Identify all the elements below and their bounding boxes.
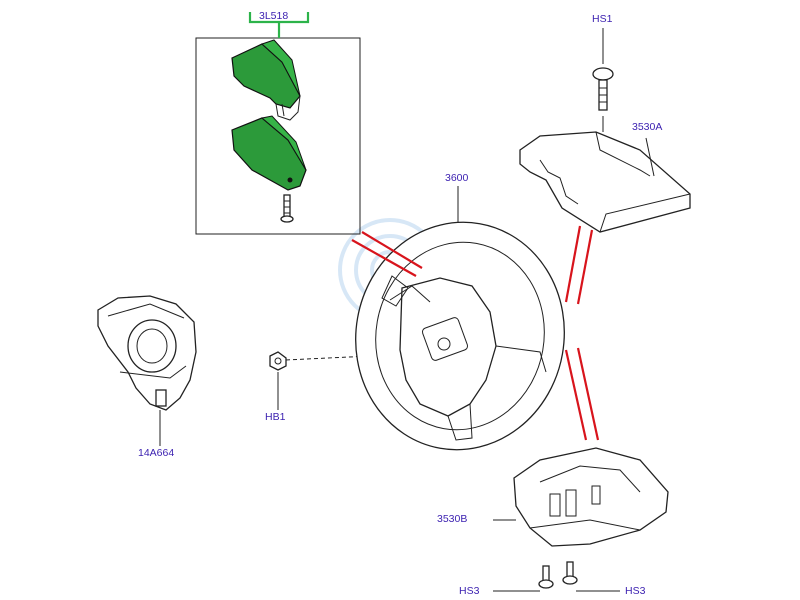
callout-wheel: 3600 [445,172,469,184]
clock-spring-part [97,295,197,446]
hs1-screw-part [592,28,614,132]
alignment-guide-lines [351,225,600,441]
callout-screw-right: HS3 [625,585,646,597]
lower-cover-part [493,447,669,547]
hs3-right-screw-part [562,561,620,592]
steering-wheel-part [355,186,565,451]
hs3-left-screw-part [493,565,554,592]
callout-screw-top: HS1 [592,13,613,25]
kit-frame [195,12,361,235]
kit-upper-cover-part [231,39,301,121]
kit-screw-part [280,194,294,223]
callout-clock-spring: 14A664 [138,447,175,459]
callout-lower-cover: 3530B [437,513,468,525]
callout-screw-left: HS3 [459,585,480,597]
callout-kit: 3L518 [259,10,289,22]
kit-lower-cover-part [231,115,307,191]
callout-bolt: HB1 [265,411,286,423]
upper-cover-part [519,131,691,233]
callout-upper-cover: 3530A [632,121,663,133]
